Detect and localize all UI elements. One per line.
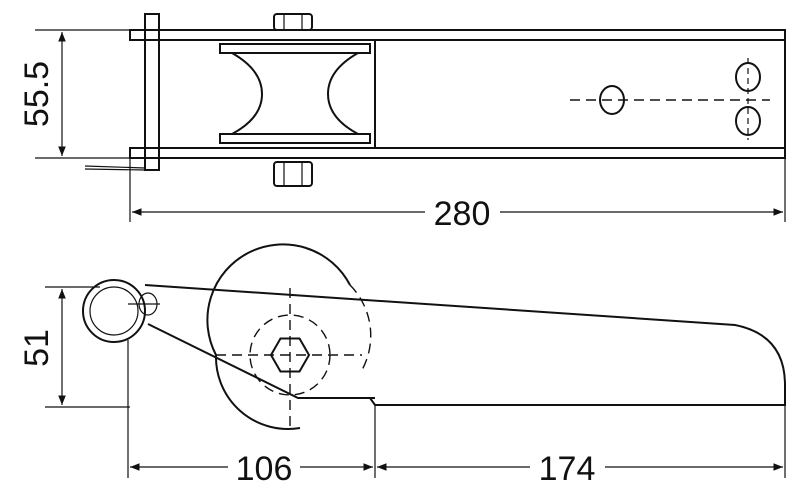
side-height-dimension: 51 (18, 286, 130, 408)
top-rail-upper (129, 29, 786, 41)
top-height-dimension: 55.5 (18, 29, 145, 159)
side-body (144, 284, 786, 406)
top-mounting-holes (570, 58, 770, 140)
top-axle-nut-upper (273, 13, 313, 31)
top-roller (219, 43, 371, 144)
top-length-dimension: 280 (129, 158, 786, 233)
side-view: 51 106 174 (18, 243, 786, 488)
top-axle-nut-lower (273, 161, 313, 187)
side-tail-length-label: 174 (539, 450, 596, 488)
top-height-label: 55.5 (18, 61, 56, 127)
side-ring (82, 279, 160, 343)
side-roller-offset-label: 106 (236, 450, 293, 488)
side-roller (206, 243, 372, 430)
top-pin-plate (144, 13, 160, 171)
top-length-label: 280 (434, 195, 491, 233)
hex-nut-icon (269, 337, 311, 373)
side-height-label: 51 (18, 329, 56, 367)
side-length-dimensions: 106 174 (127, 340, 786, 488)
top-rail-lower (129, 147, 786, 159)
top-view: 55.5 280 (18, 13, 786, 233)
